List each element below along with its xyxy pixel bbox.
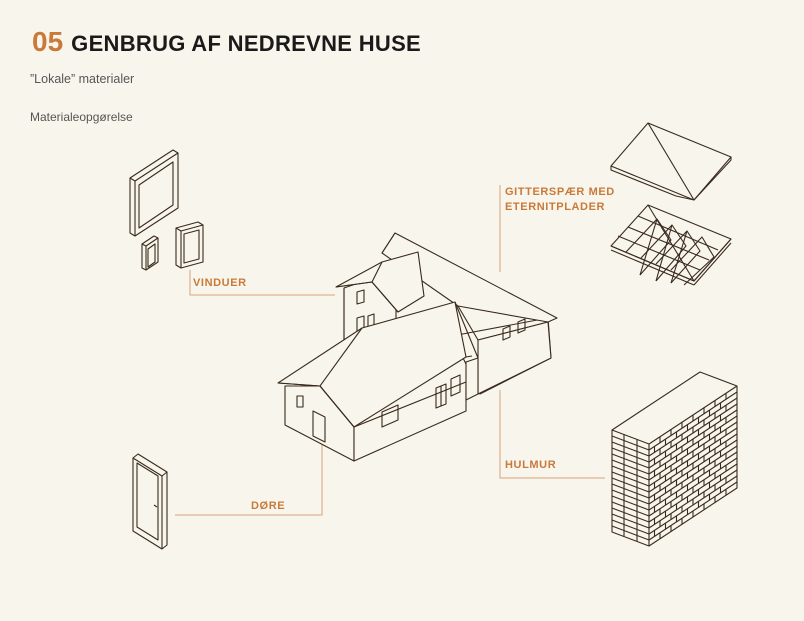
window-large (129, 149, 179, 237)
brick-course-side (611, 459, 650, 475)
door-part (132, 453, 168, 550)
roof-cover (610, 122, 732, 201)
window-small (141, 235, 159, 271)
callout-doere: DØRE (251, 500, 286, 512)
chapter-number: 05 (32, 26, 64, 57)
brick-courses-side (611, 435, 650, 541)
brick-course-side (611, 489, 650, 505)
brick-course-side (611, 441, 650, 457)
leader-vinduer (189, 270, 335, 296)
window-medium (175, 221, 204, 269)
brick-course-side (611, 447, 650, 463)
page-subtitle: ”Lokale” materialer (30, 72, 135, 86)
brick-course-side (611, 435, 650, 451)
brick-course-side (611, 513, 650, 529)
house (277, 232, 558, 462)
brick-course-side (611, 453, 650, 469)
page-title: GENBRUG AF NEDREVNE HUSE (71, 31, 422, 56)
leader-lines (175, 185, 605, 516)
brick-courses (648, 391, 738, 541)
callout-vinduer: VINDUER (193, 277, 247, 289)
brick-wall (611, 371, 738, 547)
callout-gitterspaer-line1: GITTERSPÆR MED (505, 186, 615, 198)
section-label: Materialeopgørelse (30, 110, 133, 124)
brick-course-side (611, 471, 650, 487)
title-row: 05 GENBRUG AF NEDREVNE HUSE (32, 26, 421, 58)
brick-course-side (611, 501, 650, 517)
page-header: 05 GENBRUG AF NEDREVNE HUSE (32, 26, 421, 58)
callout-gitterspaer: GITTERSPÆR MED ETERNITPLADER (505, 185, 615, 215)
leader-doere (175, 440, 323, 516)
brick-course-side (611, 507, 650, 523)
leader-hulmur (499, 390, 605, 479)
brick-course-side (611, 519, 650, 535)
brick-course-side (611, 465, 650, 481)
brick-course-side (611, 495, 650, 511)
brick-course-side (611, 477, 650, 493)
callout-gitterspaer-line2: ETERNITPLADER (505, 201, 606, 213)
brick-course-side (611, 525, 650, 541)
roof-trusses (610, 204, 732, 286)
callout-hulmur: HULMUR (505, 459, 557, 471)
brick-course-side (611, 483, 650, 499)
